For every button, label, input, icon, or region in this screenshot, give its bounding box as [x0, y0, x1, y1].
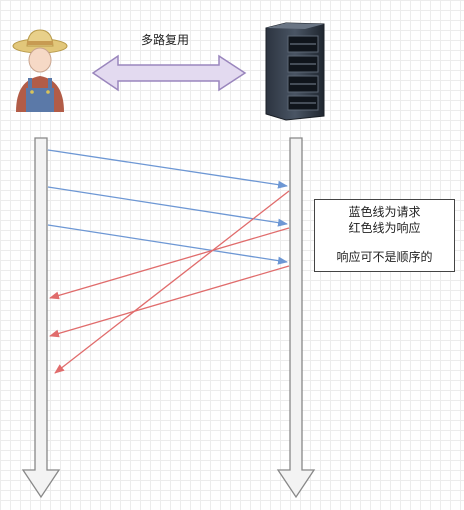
- multiplex-double-arrow: [91, 54, 247, 92]
- response-arrow: [54, 190, 290, 374]
- legend-response-text: 红色线为响应: [348, 221, 421, 235]
- request-arrow: [47, 186, 288, 227]
- request-arrow: [47, 149, 288, 189]
- legend-order-text: 响应可不是顺序的: [336, 250, 433, 264]
- client-lifeline: [21, 137, 61, 499]
- response-arrow: [49, 227, 290, 300]
- legend-note: 蓝色线为请求 红色线为响应 响应可不是顺序的: [314, 199, 455, 272]
- server-lifeline: [276, 137, 316, 499]
- request-arrow: [47, 224, 288, 265]
- legend-request-text: 蓝色线为请求: [348, 205, 421, 219]
- server-rack-icon: [265, 22, 325, 121]
- farmer-user-icon: [12, 29, 68, 112]
- multiplex-label: 多路复用: [141, 32, 189, 47]
- response-arrow: [49, 265, 290, 338]
